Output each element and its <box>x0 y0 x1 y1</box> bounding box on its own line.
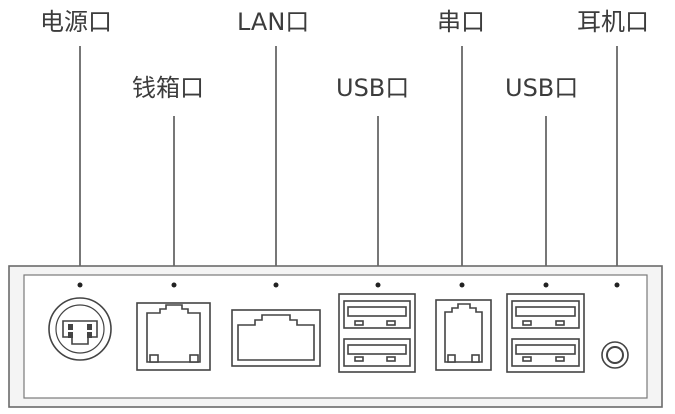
serial-label: 串口 <box>437 8 485 36</box>
usb-left-port <box>338 293 416 373</box>
cashbox-label: 钱箱口 <box>132 74 204 102</box>
usb-right-port <box>506 293 585 373</box>
power-label: 电源口 <box>40 8 112 36</box>
lan-dot <box>273 282 279 288</box>
serial-port <box>435 299 492 371</box>
power-port <box>48 297 112 361</box>
power-dot <box>77 282 83 288</box>
headphone-dot <box>614 282 620 288</box>
cashbox-port <box>136 302 211 371</box>
usb-left-dot <box>375 282 381 288</box>
usb-right-dot <box>543 282 549 288</box>
usb-left-label: USB口 <box>336 74 410 102</box>
lan-port <box>231 309 321 367</box>
headphone-port <box>601 341 629 369</box>
headphone-label: 耳机口 <box>577 8 649 36</box>
cashbox-dot <box>171 282 177 288</box>
usb-right-label: USB口 <box>505 74 579 102</box>
serial-dot <box>459 282 465 288</box>
lan-label: LAN口 <box>237 8 310 36</box>
